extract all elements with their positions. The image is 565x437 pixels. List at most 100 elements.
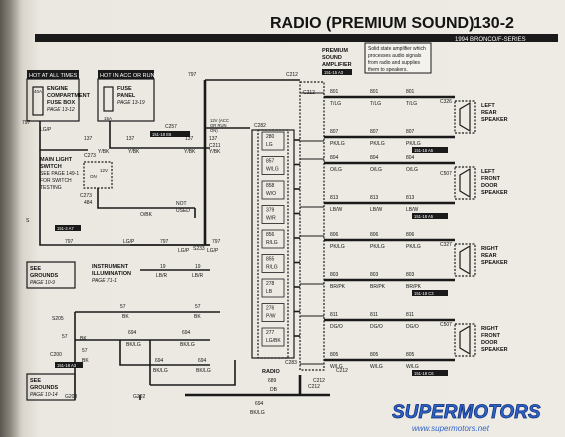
speaker-name: DOOR bbox=[481, 183, 498, 189]
speaker-cone-icon bbox=[459, 101, 471, 133]
radio-pin-box bbox=[261, 180, 285, 200]
speaker-bottom-circuit: 803 bbox=[370, 272, 379, 278]
label-57-b: 57 bbox=[195, 304, 201, 310]
label-bk-b: BK bbox=[194, 314, 201, 320]
fuse-panel-box bbox=[97, 78, 155, 122]
speaker-bottom-circuit: 813 bbox=[370, 195, 379, 201]
speaker-connector: C507 bbox=[440, 171, 452, 177]
acc-note-1: 12V (ACC bbox=[210, 118, 229, 123]
radio-pin-box bbox=[261, 254, 285, 273]
speaker-connector-location: 151-18 A5 bbox=[414, 214, 434, 219]
amplifier-c212-bottom: C212 bbox=[313, 378, 325, 384]
speaker-top-circuit: 811 bbox=[370, 312, 378, 318]
label-radio: RADIO bbox=[262, 369, 280, 375]
label-bk-a: BK bbox=[122, 314, 129, 320]
speaker-bottom-color: PK/LG bbox=[370, 141, 385, 147]
label-lgp-engine: LG/P bbox=[40, 127, 52, 133]
speaker-top-circuit: 801 bbox=[406, 89, 415, 95]
speaker-top-circuit: 801 bbox=[370, 89, 379, 95]
see-grounds-2-line-2: GROUNDS bbox=[30, 385, 58, 391]
speaker-name: LEFT bbox=[481, 169, 495, 175]
speaker-name: RIGHT bbox=[481, 246, 499, 252]
radio-pin-box bbox=[261, 156, 285, 175]
speaker-bottom-color: W/LG bbox=[406, 364, 419, 370]
radio-pin-circuit: 277 bbox=[266, 330, 275, 336]
hot-at-all-times-banner bbox=[27, 70, 79, 79]
radio-pin-color: LG/BK bbox=[266, 338, 281, 344]
splice-location-bar bbox=[55, 225, 81, 231]
c200-location-text: 151-18 A3 bbox=[57, 363, 77, 368]
speaker-top-color: T/LG bbox=[330, 101, 341, 107]
speaker-housing bbox=[454, 100, 476, 134]
label-137-b: 137 bbox=[126, 136, 135, 142]
speaker-top-color: DG/O bbox=[406, 324, 419, 330]
speaker-name: SPEAKER bbox=[481, 347, 508, 353]
label-bk-d: BK bbox=[82, 358, 89, 364]
speaker-bottom-circuit: 803 bbox=[406, 272, 415, 278]
label-lgp-low: LG/P bbox=[123, 239, 135, 245]
amplifier-location-bar bbox=[322, 69, 352, 75]
switch-voltage-label: 12V bbox=[100, 168, 108, 173]
label-19: 19 bbox=[160, 264, 166, 270]
amplifier-c212-bottom-b: C212 bbox=[336, 368, 348, 374]
speaker-connector-location: 151-18 C6 bbox=[414, 371, 434, 376]
label-694-a: 694 bbox=[128, 330, 137, 336]
fuse-panel-fuse-rating: 15A bbox=[104, 116, 112, 121]
speaker-housing bbox=[454, 243, 476, 277]
radio-pin-color: R/LG bbox=[266, 265, 278, 271]
speaker-connector-location: 151-18 C3 bbox=[414, 291, 434, 296]
label-484: 484 bbox=[84, 200, 93, 206]
label-bklg-d: BK/LG bbox=[196, 368, 211, 374]
amplifier-title-2: SOUND bbox=[322, 55, 342, 61]
speaker-name: REAR bbox=[481, 253, 497, 259]
speaker-bottom-circuit: 805 bbox=[370, 352, 379, 358]
see-grounds-1-ref: PAGE 10-9 bbox=[30, 280, 55, 286]
radio-pin-circuit: 855 bbox=[266, 257, 275, 263]
speaker-top-circuit: 804 bbox=[330, 155, 339, 161]
main-light-switch-ref-2: FOR SWITCH bbox=[40, 178, 72, 184]
amplifier-note-line-3: from radio and supplies bbox=[368, 60, 420, 66]
speaker-name: SPEAKER bbox=[481, 190, 508, 196]
speaker-bottom-color: LB/W bbox=[330, 207, 343, 213]
amplifier-note-line-4: them to speakers. bbox=[368, 67, 408, 73]
radio-pin-box bbox=[261, 278, 285, 298]
wire-797-engine bbox=[39, 121, 88, 151]
instrument-illumination-title-2: ILLUMINATION bbox=[92, 271, 131, 277]
speaker-cone-icon bbox=[459, 167, 471, 199]
c273-top-label: C273 bbox=[84, 153, 96, 159]
splice-location-text: 151-2 A7 bbox=[57, 226, 74, 231]
main-light-switch-ref-3: TESTING bbox=[40, 185, 62, 191]
speaker-bottom-color: BR/PK bbox=[330, 284, 346, 290]
radio-pin-circuit: 857 bbox=[266, 159, 275, 165]
speaker-cone-icon bbox=[459, 324, 471, 356]
label-137-d: 137 bbox=[209, 136, 218, 142]
label-c211: C211 bbox=[209, 143, 221, 149]
speaker-bottom-circuit: 805 bbox=[330, 352, 339, 358]
speaker-connector: C327 bbox=[440, 242, 452, 248]
label-bk-c: BK bbox=[80, 336, 87, 342]
speaker-connector-location: 151-18 A5 bbox=[414, 148, 434, 153]
page-number: 130-2 bbox=[473, 15, 514, 32]
speaker-bottom-circuit: 807 bbox=[406, 129, 415, 135]
label-not-used-2: USED bbox=[176, 208, 190, 214]
engine-fuse-box-ref: PAGE 13-12 bbox=[47, 107, 75, 113]
label-s205: S205 bbox=[52, 316, 64, 322]
speaker-top-circuit: 806 bbox=[370, 232, 379, 238]
speaker-top-color: O/LG bbox=[406, 167, 418, 173]
radio-pin-color: LG bbox=[266, 142, 273, 148]
label-ybk-b: Y/BK bbox=[128, 149, 140, 155]
label-s-splice: S bbox=[26, 218, 30, 224]
fuse-panel-ref: PAGE 13-19 bbox=[117, 100, 145, 106]
label-57-d: 57 bbox=[82, 348, 88, 354]
see-grounds-2-line-1: SEE bbox=[30, 378, 41, 384]
amp-link-group bbox=[300, 92, 324, 365]
see-grounds-1-line-1: SEE bbox=[30, 266, 41, 272]
speaker-bottom-circuit: 813 bbox=[406, 195, 415, 201]
speaker-top-circuit: 806 bbox=[406, 232, 415, 238]
engine-fuse-box-label-1: ENGINE bbox=[47, 86, 68, 92]
see-grounds-box-1 bbox=[26, 261, 76, 289]
label-db: DB bbox=[270, 387, 278, 393]
speaker-name: SPEAKER bbox=[481, 117, 508, 123]
label-c212-top: C212 bbox=[286, 72, 298, 78]
label-c257: C257 bbox=[165, 124, 177, 130]
